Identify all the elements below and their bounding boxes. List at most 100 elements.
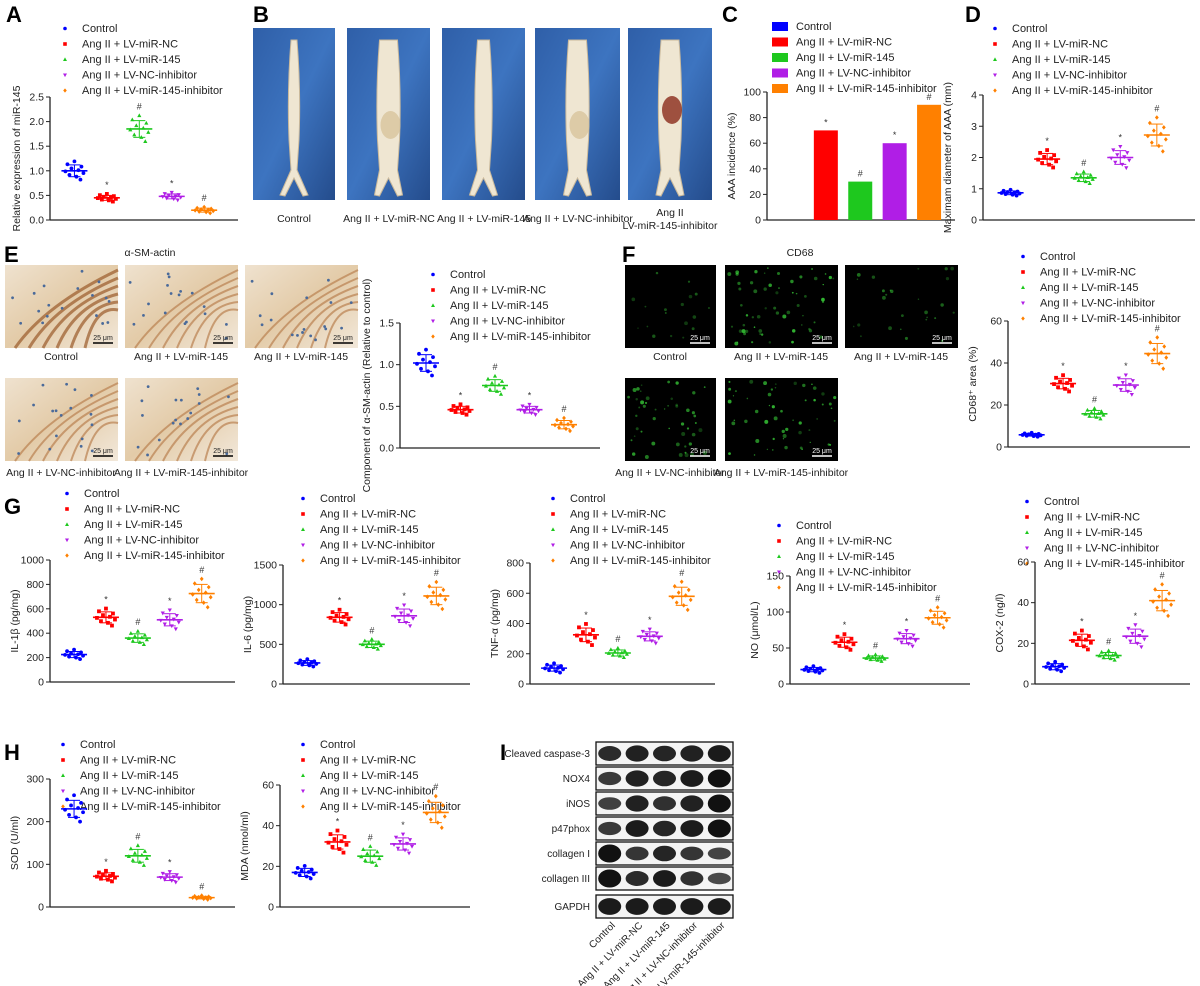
cd68-signal [774,383,777,385]
cd68-signal [776,271,781,276]
fluorescence-image [845,265,958,348]
data-point [487,387,493,392]
data-point [1098,416,1103,421]
data-point [439,825,444,830]
cd68-signal [749,281,754,285]
data-point [111,871,115,876]
data-point [866,653,871,658]
cd68-signal [631,297,636,302]
cd68-signal [703,450,707,455]
cd68-signal [635,397,638,401]
legend-marker [431,334,435,339]
data-point [1160,582,1164,587]
cd68-signal [654,408,657,411]
legend-label: Ang II + LV-miR-145-inhibitor [80,801,221,813]
significance-mark: # [369,625,374,635]
data-point [1155,335,1160,340]
cd68-signal [646,325,649,328]
if-caption: Ang II + LV-miR-145 [854,351,948,363]
protein-band [598,771,622,786]
cd68-signal [811,383,813,386]
legend-marker [301,527,305,531]
aneurysm-bulge [662,96,682,124]
data-point [72,647,76,652]
cd68-signal [755,439,760,444]
fluorescence-image [625,265,716,348]
cd68-signal [760,333,764,336]
if-title: CD68 [787,247,814,259]
cd68-signal [640,400,645,405]
data-point [901,635,906,639]
cd68-signal [754,409,759,414]
data-point [1067,389,1071,394]
data-point [433,364,437,369]
data-point [1046,661,1051,666]
data-point [406,851,412,856]
data-point [111,194,116,199]
ihc-nucleus [42,284,46,288]
data-point [174,613,179,618]
data-point [501,385,507,390]
data-point [72,793,76,798]
y-tick-label: 2.0 [29,116,44,128]
significance-mark: # [434,568,439,578]
data-point [132,634,137,638]
data-point [904,629,909,633]
cd68-signal [775,311,780,315]
ihc-nucleus [97,280,101,284]
data-point [167,870,172,874]
panel-label-f: F [622,242,635,267]
cd68-signal [652,334,656,338]
protein-band [707,819,731,838]
cd68-signal [781,429,785,434]
cd68-signal [746,397,749,400]
y-axis-label: MDA (nmol/ml) [239,811,251,880]
data-point [1045,148,1050,152]
cd68-signal [796,303,800,308]
data-point [378,643,383,648]
significance-mark: * [402,591,406,601]
significance-mark: # [927,92,932,102]
legend-marker [61,804,65,809]
legend-marker [993,57,997,61]
data-point [134,123,139,128]
protein-label: collagen I [547,849,590,860]
legend-marker [1021,301,1025,306]
legend-label: Ang II + LV-NC-inhibitor [1044,543,1159,555]
legend-marker [1025,546,1029,551]
legend-label: Control [80,739,115,751]
data-point [1074,642,1079,647]
cd68-signal [772,437,775,441]
ihc-nucleus [157,438,161,442]
cd68-signal [763,287,767,291]
significance-mark: # [1106,637,1111,647]
cd68-signal [827,443,830,446]
y-tick-label: 2.5 [29,92,44,104]
cd68-signal [821,297,825,302]
cd68-signal [687,280,691,283]
data-point [443,597,448,602]
legend-label: Ang II + LV-miR-145 [450,300,549,312]
ihc-nucleus [163,311,167,315]
cd68-signal [759,333,761,335]
data-point [308,876,313,881]
data-point [332,837,337,841]
data-point [67,173,72,177]
legend-label: Ang II + LV-miR-NC [796,37,892,49]
ihc-nucleus [45,314,49,318]
cd68-signal [882,295,886,300]
data-point [135,628,140,633]
data-point [137,113,142,118]
data-point [842,632,847,637]
legend-label: Control [1044,496,1079,508]
legend-marker [993,26,997,31]
ihc-stain-fiber [296,293,359,349]
data-point [1115,153,1120,158]
data-point [1164,597,1168,602]
cd68-signal [675,404,679,408]
data-point [848,647,853,652]
y-tick-label: 100 [743,87,761,99]
data-point [1070,383,1074,388]
protein-band [625,745,649,762]
protein-band [598,869,622,888]
